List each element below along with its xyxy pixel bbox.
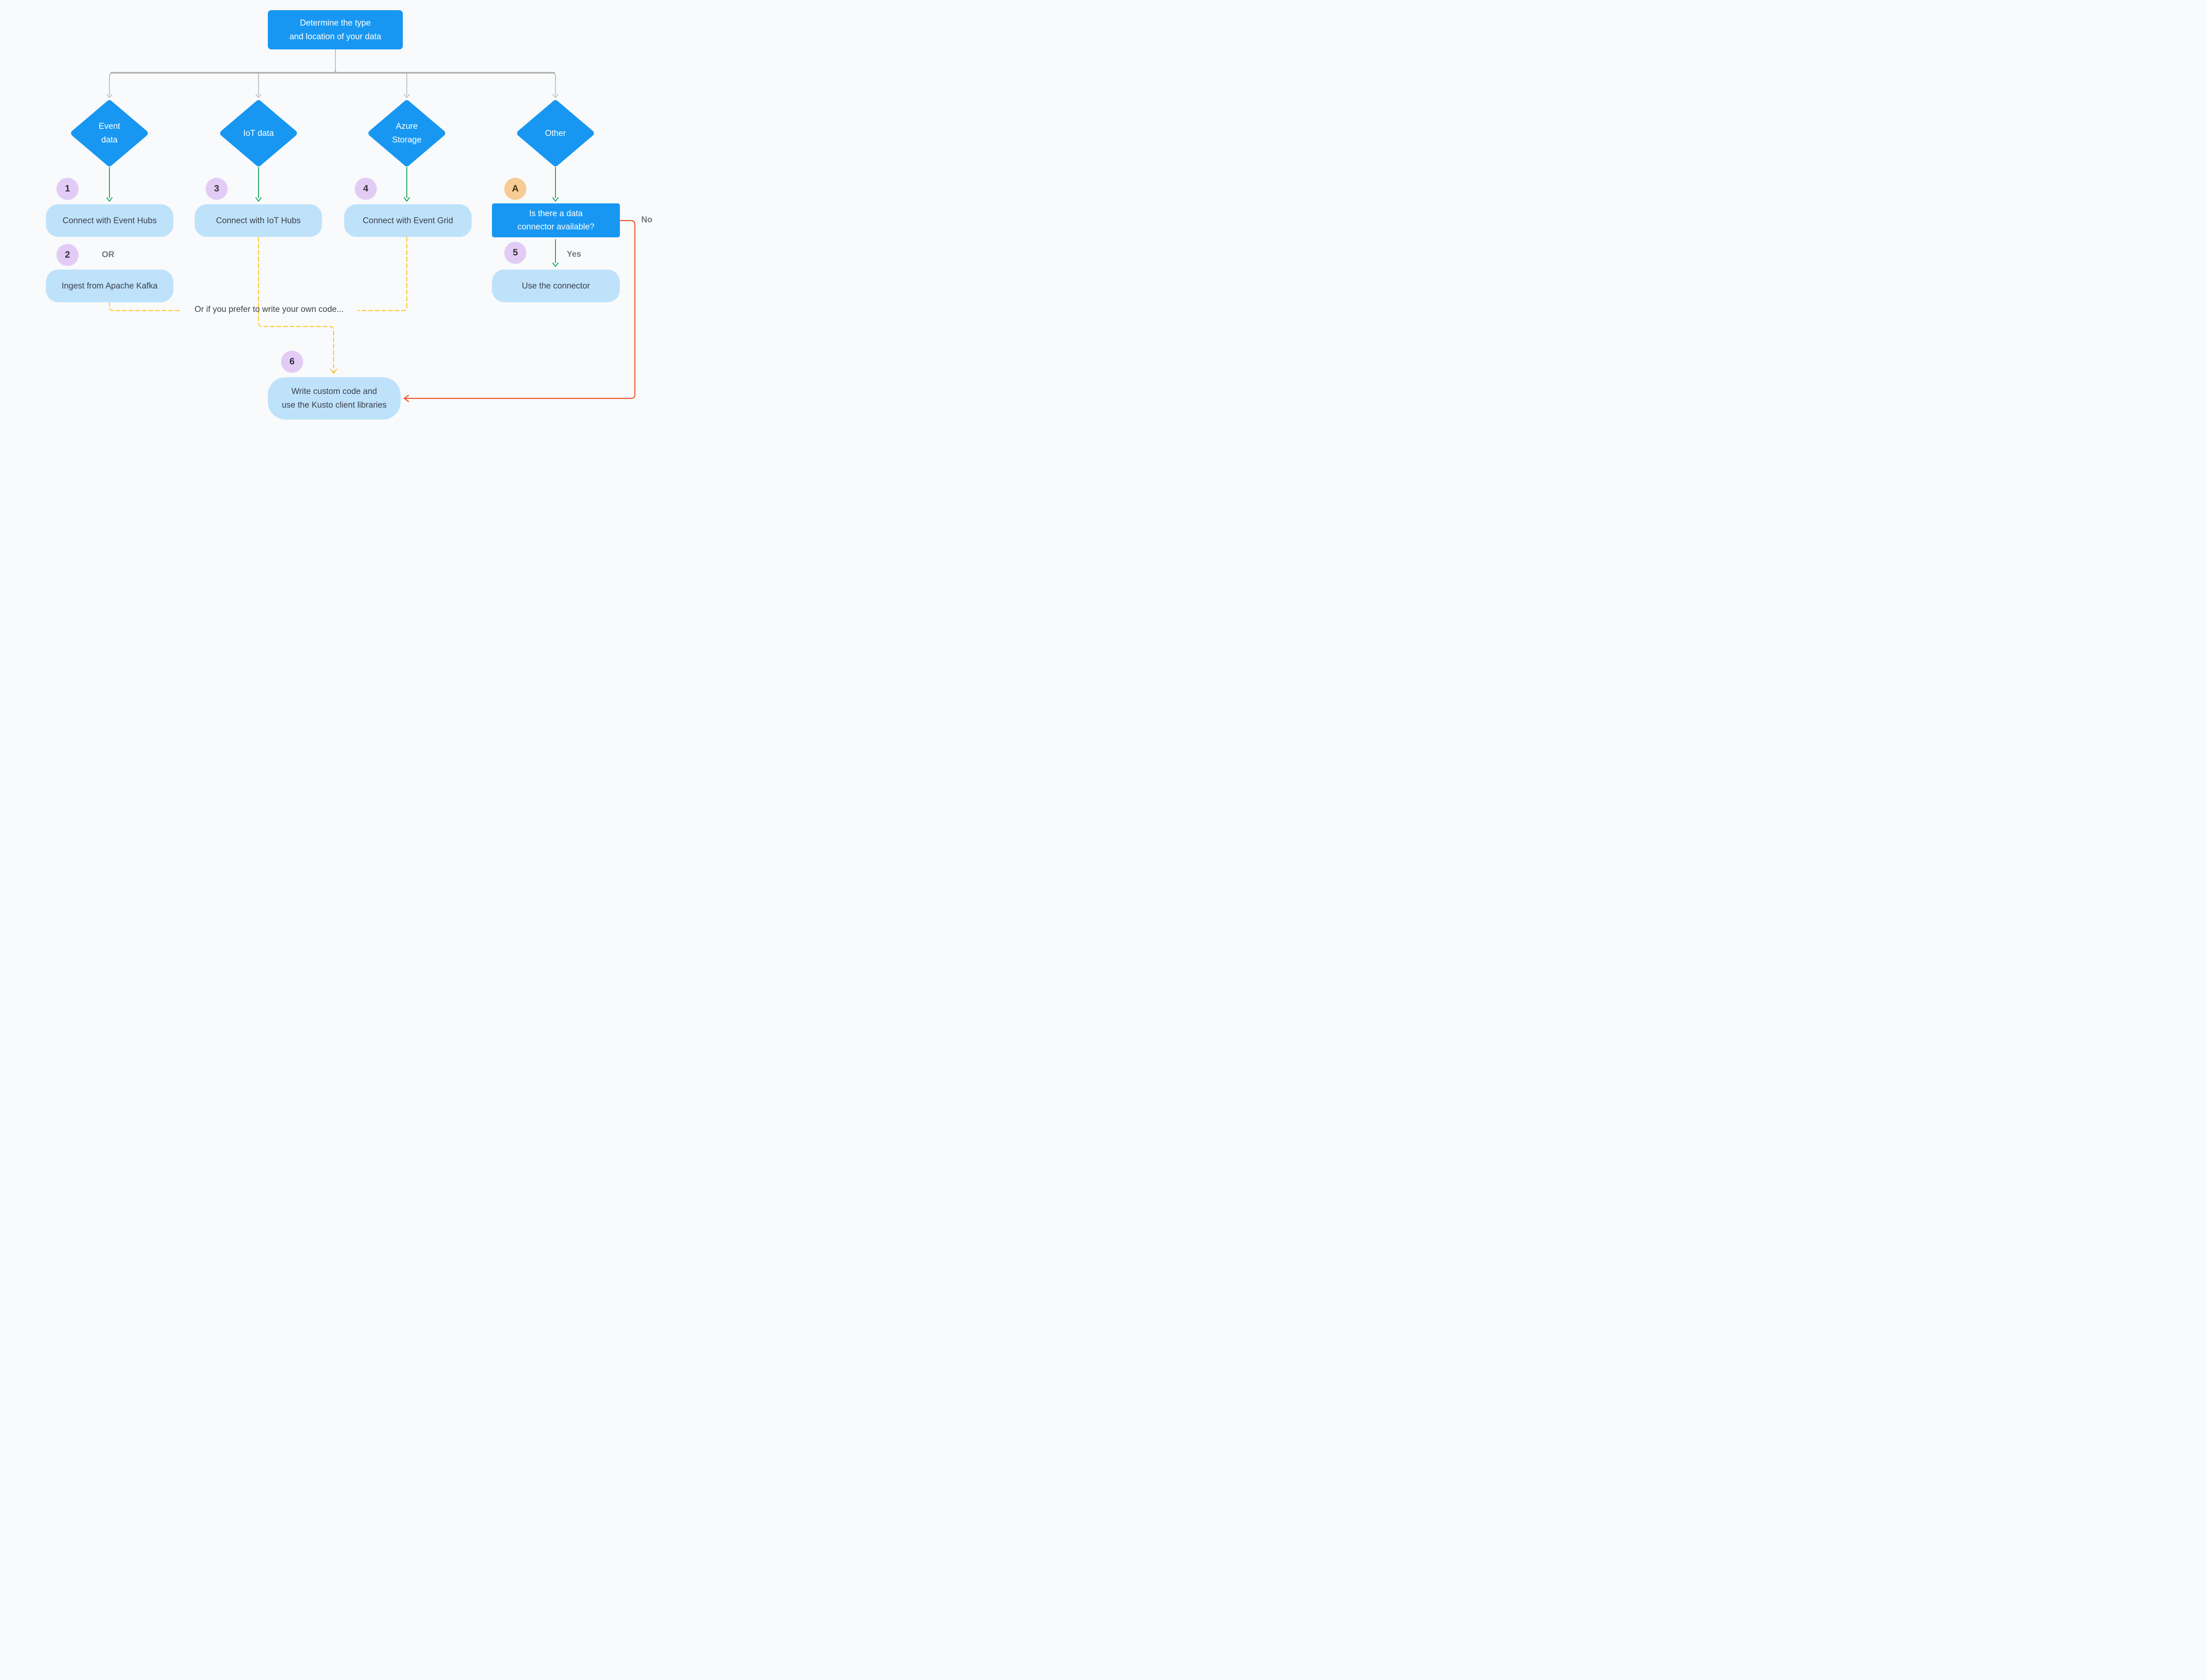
- arrowhead-green-iot: [255, 197, 262, 202]
- arrowhead-gray-iot: [255, 94, 262, 98]
- arrowhead-green-other: [552, 197, 559, 202]
- diamond-other[interactable]: [517, 100, 594, 166]
- diamond-storage-line1: Azure: [396, 122, 418, 131]
- diamond-label-other: Other: [517, 100, 594, 166]
- diamond-iot-data[interactable]: [220, 100, 297, 166]
- node-root[interactable]: Determine the type and location of your …: [268, 10, 403, 49]
- node-ingest-kafka-label: Ingest from Apache Kafka: [61, 281, 158, 291]
- diamond-label-azure-storage: Azure Storage: [368, 100, 445, 166]
- arrowhead-red-custom-code: [403, 394, 409, 402]
- diamond-azure-storage[interactable]: [368, 100, 445, 166]
- connector-layer: [71, 49, 636, 402]
- arrowhead-gray-other: [552, 94, 559, 98]
- green-arrows: [106, 167, 559, 267]
- badge-2: 2: [56, 244, 79, 266]
- node-connect-iot-hubs[interactable]: Connect with IoT Hubs: [195, 204, 322, 237]
- label-yes: Yes: [567, 250, 582, 259]
- arrowhead-green-event: [106, 197, 113, 202]
- badge-1-text: 1: [65, 184, 70, 194]
- badge-1: 1: [56, 178, 79, 200]
- diamond-label-event-data: Event data: [71, 100, 148, 166]
- badge-4: 4: [355, 178, 377, 200]
- node-connect-event-hubs[interactable]: Connect with Event Hubs: [46, 204, 173, 237]
- node-custom-code-line1: Write custom code and: [291, 387, 377, 396]
- label-no: No: [641, 215, 653, 225]
- badge-6: 6: [281, 351, 303, 373]
- badge-2-text: 2: [65, 250, 70, 260]
- diamond-event-line2: data: [101, 135, 118, 145]
- arrowhead-green-storage: [404, 197, 410, 202]
- badge-a-text: A: [512, 184, 519, 194]
- dashed-path-iot-to-custom-code: [258, 236, 334, 373]
- node-custom-code-line2: use the Kusto client libraries: [281, 401, 387, 410]
- badge-4-text: 4: [363, 184, 368, 194]
- dashed-path-event-grid: [357, 236, 408, 311]
- flowchart-canvas: Determine the type and location of your …: [0, 0, 692, 433]
- gray-branch-connector: [106, 49, 559, 98]
- diamond-other-line1: Other: [545, 128, 566, 138]
- badge-5-text: 5: [513, 248, 518, 258]
- decision-diamonds: [71, 100, 594, 166]
- root-label-line2: and location of your data: [289, 32, 382, 41]
- node-connect-event-grid-label: Connect with Event Grid: [363, 216, 453, 225]
- arrowhead-gray-event: [106, 94, 113, 98]
- node-use-connector[interactable]: Use the connector: [492, 270, 620, 302]
- connector-question-line1: Is there a data: [529, 209, 583, 218]
- root-label-line1: Determine the type: [300, 18, 371, 28]
- dashed-path-kafka: [109, 301, 181, 311]
- arrowhead-green-yes: [552, 262, 559, 267]
- connector-question-line2: connector available?: [517, 222, 595, 232]
- node-use-connector-label: Use the connector: [521, 281, 590, 291]
- badge-3-text: 3: [214, 184, 219, 194]
- badge-5: 5: [504, 242, 526, 264]
- yellow-dashed-paths: [109, 236, 408, 373]
- node-connector-question[interactable]: Is there a data connector available?: [492, 203, 620, 237]
- node-connect-event-grid[interactable]: Connect with Event Grid: [344, 204, 472, 237]
- arrowhead-gray-storage: [404, 94, 410, 98]
- diamond-event-data[interactable]: [71, 100, 148, 166]
- node-connect-event-hubs-label: Connect with Event Hubs: [62, 216, 157, 225]
- arrowhead-yellow-custom-code: [330, 368, 338, 374]
- label-or: OR: [101, 250, 115, 259]
- diamond-event-line1: Event: [98, 122, 120, 131]
- badge-a: A: [504, 178, 526, 200]
- node-connect-iot-hubs-label: Connect with IoT Hubs: [216, 216, 301, 225]
- diamond-iot-line1: IoT data: [243, 128, 274, 138]
- node-custom-code[interactable]: Write custom code and use the Kusto clie…: [268, 377, 401, 420]
- badge-6-text: 6: [289, 356, 295, 367]
- red-no-path: [403, 220, 636, 402]
- label-alt-path: Or if you prefer to write your own code.…: [195, 305, 344, 314]
- diamond-storage-line2: Storage: [392, 135, 422, 145]
- diamond-label-iot-data: IoT data: [220, 100, 297, 166]
- node-ingest-kafka[interactable]: Ingest from Apache Kafka: [46, 270, 173, 302]
- badge-3: 3: [206, 178, 228, 200]
